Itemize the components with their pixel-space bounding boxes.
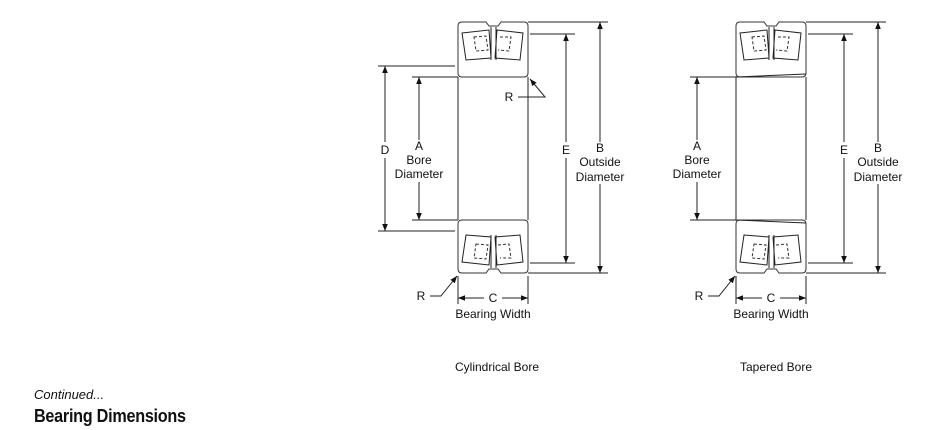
bore-diameter-label: Diameter bbox=[395, 167, 444, 181]
dimension-e-label: E bbox=[562, 143, 570, 157]
bore-diameter-label: Diameter bbox=[673, 167, 722, 181]
bore-label: Bore bbox=[406, 153, 432, 167]
outside-label: Outside bbox=[579, 155, 621, 169]
outside-diameter-label: Diameter bbox=[576, 170, 625, 184]
dimension-b-label: B bbox=[874, 141, 882, 155]
cylindrical-bore-drawing: D A Bore Diameter E B Outside Diameter R… bbox=[378, 22, 624, 374]
tapered-bore-caption: Tapered Bore bbox=[740, 360, 812, 374]
section-heading: Bearing Dimensions bbox=[34, 406, 186, 426]
dimension-d-label: D bbox=[381, 143, 390, 157]
radius-lower-label: R bbox=[417, 289, 426, 303]
outside-diameter-label: Diameter bbox=[854, 170, 903, 184]
cylindrical-bore-caption: Cylindrical Bore bbox=[455, 360, 539, 374]
outside-label: Outside bbox=[857, 155, 899, 169]
dimension-a-label: A bbox=[693, 139, 701, 153]
dimension-a-label: A bbox=[415, 139, 423, 153]
radius-upper-label: R bbox=[505, 90, 514, 104]
tapered-bore-drawing: A Bore Diameter E B Outside Diameter R C… bbox=[673, 22, 903, 374]
dimension-b-label: B bbox=[596, 141, 604, 155]
radius-lower-label: R bbox=[695, 289, 704, 303]
dimension-c-label: C bbox=[767, 291, 776, 305]
bearing-width-label: Bearing Width bbox=[455, 307, 530, 321]
bore-label: Bore bbox=[684, 153, 710, 167]
dimension-c-label: C bbox=[489, 291, 498, 305]
dimension-e-label: E bbox=[840, 143, 848, 157]
bearing-width-label: Bearing Width bbox=[733, 307, 808, 321]
continued-note: Continued... bbox=[34, 387, 105, 402]
